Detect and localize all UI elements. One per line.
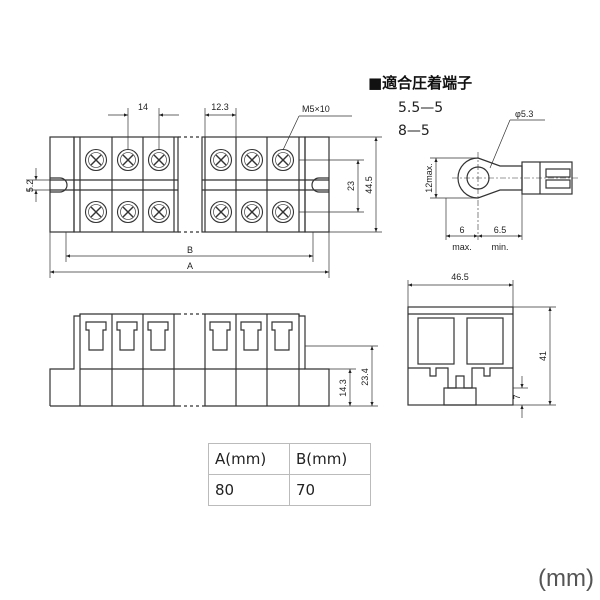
dim-left: 6: [459, 225, 464, 235]
table-value-b: 70: [289, 474, 371, 506]
dim-base: 14.3: [338, 379, 348, 397]
top-view-dimensions: [26, 108, 382, 278]
top-view: [49, 136, 330, 233]
table-header-a: A(mm): [208, 443, 290, 475]
dim-right-note: min.: [491, 242, 508, 252]
terminal-screws-upper: [84, 148, 295, 172]
dim-hole: φ5.3: [515, 109, 533, 119]
dim-right: 6.5: [494, 225, 507, 235]
table-header-b: B(mm): [289, 443, 371, 475]
terminal-screws-lower: [84, 200, 295, 224]
table-header-row: A(mm) B(mm): [208, 443, 371, 475]
dim-gap: 12.3: [211, 102, 229, 112]
dim-pitch: 14: [138, 102, 148, 112]
terminal-title: ■適合圧着端子: [368, 74, 472, 92]
top-view-labels: 14 12.3 M5×10 5.2 23 44.5 B A: [25, 102, 374, 271]
end-view-dimensions: [407, 280, 556, 418]
terminal-dimensions: [430, 119, 545, 240]
dim-left-note: max.: [452, 242, 472, 252]
dim-end-width: 46.5: [451, 272, 469, 282]
table-row: 80 70: [208, 474, 371, 506]
terminal-size-1: 5.5—5: [398, 100, 443, 116]
dim-side-height: 23.4: [360, 368, 370, 386]
dim-screw: M5×10: [302, 104, 330, 114]
dim-label-b: B: [187, 245, 193, 255]
end-view: [407, 306, 514, 406]
terminal-size-2: 8—5: [398, 123, 430, 139]
dim-label-a: A: [187, 261, 193, 271]
table-value-a: 80: [208, 474, 290, 506]
dim-center: 23: [346, 181, 356, 191]
unit-label: (mm): [538, 565, 594, 592]
dim-height-total: 44.5: [364, 176, 374, 194]
dim-end-height: 41: [538, 351, 548, 361]
dim-height-small: 5.2: [25, 180, 35, 193]
dim-terminal-height: 12max.: [424, 163, 434, 193]
crimp-terminal: [452, 152, 578, 240]
dim-foot: 7: [512, 394, 522, 399]
dimension-table: A(mm) B(mm) 80 70: [208, 443, 371, 506]
side-view-dimensions: [305, 345, 378, 407]
side-view: [49, 313, 330, 407]
